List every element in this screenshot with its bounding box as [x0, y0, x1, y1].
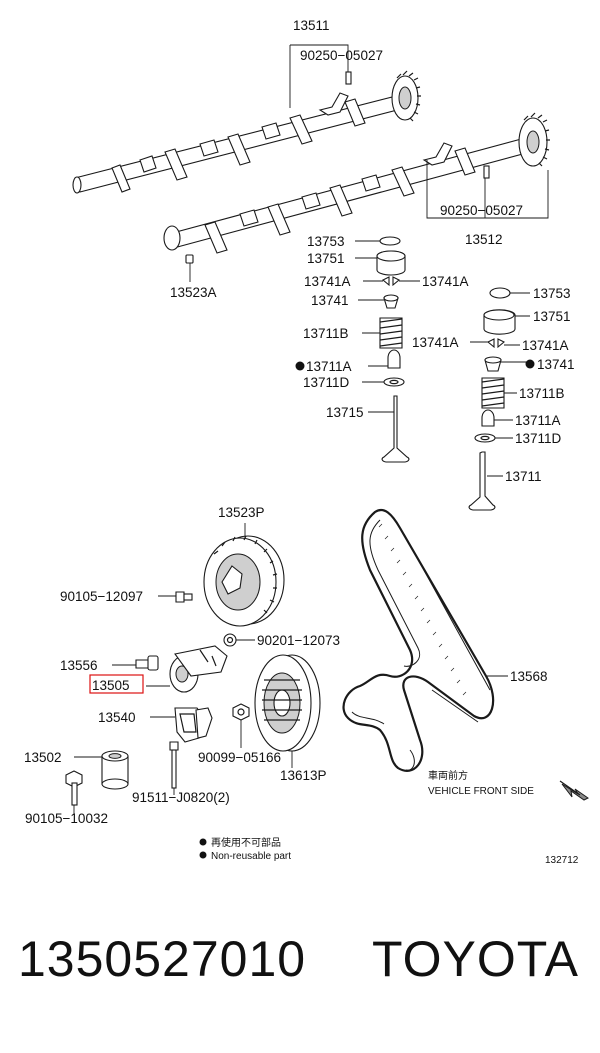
legend-dot-jp: [199, 838, 207, 846]
plug-13523A: [185, 254, 194, 264]
valve-13711: [468, 451, 496, 511]
label-13751-left: 13751: [307, 251, 345, 266]
pulley-13613P: [254, 654, 321, 752]
label-13540: 13540: [98, 710, 136, 725]
shim-13753-right: [489, 287, 511, 299]
nut-90099-05166: [232, 703, 250, 721]
label-13711D-left: 13711D: [303, 375, 350, 390]
keepers-13741A-right: [487, 338, 505, 349]
label-13523P: 13523P: [218, 505, 265, 520]
label-13556: 13556: [60, 658, 98, 673]
valve-13715: [381, 395, 410, 463]
seat-13711D-right: [474, 433, 496, 443]
label-13502: 13502: [24, 750, 62, 765]
mark-13741-right: [525, 359, 535, 369]
label-13741-left: 13741: [311, 293, 349, 308]
footer-part-number: 1350527010: [18, 931, 307, 987]
legend-nonreusable-jp: 再使用不可部品: [211, 836, 281, 849]
label-13741-right: 13741: [537, 357, 575, 372]
label-90105-12097: 90105−12097: [60, 589, 143, 604]
cam-gear-lower: [518, 112, 550, 167]
idler-13505: [169, 645, 228, 693]
shim-13753-left: [379, 236, 401, 246]
label-13715: 13715: [326, 405, 364, 420]
seat-13711D-left: [383, 377, 405, 387]
label-13512: 13512: [465, 232, 503, 247]
label-90250-upper: 90250−05027: [300, 48, 383, 63]
label-13711D-right: 13711D: [515, 431, 562, 446]
label-13741A-right-b: 13741A: [522, 338, 569, 353]
label-90250-lower: 90250−05027: [440, 203, 523, 218]
legend-nonreusable-en: Non-reusable part: [211, 851, 291, 862]
label-13568: 13568: [510, 669, 548, 684]
label-13711: 13711: [505, 469, 542, 484]
diagram-id: 132712: [545, 855, 579, 866]
label-90099-05166: 90099−05166: [198, 750, 281, 765]
footer-brand: TOYOTA: [372, 931, 579, 987]
bolt-90105-12097: [175, 591, 193, 603]
label-13523A: 13523A: [170, 285, 217, 300]
label-91511-J0820: 91511−J0820(2): [132, 790, 230, 805]
seal-13711A-right: [481, 409, 495, 427]
vehicle-front-jp: 車両前方: [428, 769, 468, 782]
label-13711B-left: 13711B: [303, 326, 349, 341]
vehicle-front-arrow-icon: [559, 780, 589, 801]
label-13741A-left-a: 13741A: [304, 274, 351, 289]
pulley-13523P: [203, 535, 285, 627]
vehicle-front-en: VEHICLE FRONT SIDE: [428, 786, 534, 797]
cam-gear-upper: [391, 70, 421, 122]
label-13711A-left: 13711A: [306, 359, 352, 374]
label-13753-right: 13753: [533, 286, 571, 301]
idler-13502: [101, 750, 129, 790]
seal-13711A-left: [387, 349, 401, 369]
spring-13711B-right: [481, 377, 505, 409]
label-13711A-right: 13711A: [515, 413, 561, 428]
bolt-91511-J0820: [169, 741, 179, 789]
bolt-13556: [135, 655, 159, 671]
bolt-90105-10032: [65, 770, 83, 806]
label-13741A-left-b: 13741A: [422, 274, 469, 289]
mark-13711A-left: [295, 361, 305, 371]
label-13613P: 13613P: [280, 768, 327, 783]
footer: 1350527010 TOYOTA: [0, 930, 600, 1010]
label-13505: 13505: [92, 678, 130, 693]
bracket-13540: [174, 707, 213, 743]
label-13511: 13511: [293, 18, 330, 33]
pin-90250-lower: [483, 165, 490, 179]
camshaft-13512: [163, 112, 550, 264]
spring-13711B-left: [379, 317, 403, 349]
parts-diagram: 13511 90250−05027 90250−05027 13512 1352…: [24, 18, 589, 866]
highlight-13505: [89, 674, 144, 694]
camshaft-13511: [72, 70, 421, 194]
legend-dot-en: [199, 851, 207, 859]
label-90201-12073: 90201−12073: [257, 633, 340, 648]
keepers-13741A-left: [382, 276, 400, 287]
label-13711B-right: 13711B: [519, 386, 565, 401]
valve-stack-right: [468, 287, 516, 511]
label-90105-10032: 90105−10032: [25, 811, 108, 826]
valve-stack-left: [376, 236, 410, 463]
pin-90250-upper: [345, 71, 352, 85]
washer-90201-12073: [223, 633, 237, 647]
timing-belt-13568: [342, 508, 495, 772]
label-13753-left: 13753: [307, 234, 345, 249]
label-13751-right: 13751: [533, 309, 571, 324]
label-13741A-right-a: 13741A: [412, 335, 459, 350]
